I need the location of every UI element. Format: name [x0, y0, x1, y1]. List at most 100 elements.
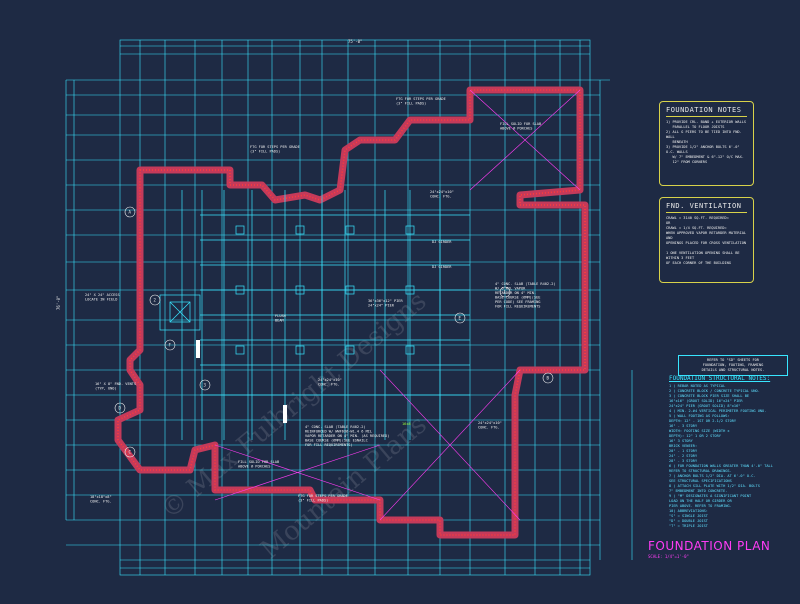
sn-lines-line-3: 16"x16" (GROUT SOLID) 16"x24" PIER — [669, 399, 743, 403]
access-hatch-inner — [169, 301, 191, 323]
sn-lines-line-7: DEPTH: 12" - 1ST OR 2-1/2 STORY — [669, 419, 737, 423]
label-conc-ftg2: 24"x24"x10"CONC. FTG. — [318, 378, 342, 387]
sn-lines-line-1: 2 ) CONCRETE BLOCK / CONCRETE TYPICAL UN… — [669, 389, 760, 393]
label-ftg-left-line-1: (3" FILL PADS) — [250, 150, 280, 154]
label-fill-porch-line-1: ABOVE @ PORCHES — [500, 127, 532, 131]
dim-text-left: 76'-0" — [56, 296, 61, 310]
interior-framing — [159, 190, 470, 440]
sn-lines-line-13: 20" - 1 STORY — [669, 449, 698, 453]
porch-diagonal-low-2 — [379, 369, 521, 521]
sn-lines-line-25: 10) ABBREVIATIONS: — [669, 509, 708, 513]
label-conc-ftg2-line-1: CONC. FTG. — [318, 383, 340, 387]
pier-10 — [345, 345, 355, 355]
access-hatch-box — [159, 294, 201, 331]
vn-lines-line-4: OPENINGS PLACED FOR CROSS VENTILATION — [666, 241, 747, 245]
label-pier-label-line-0: 36"x36"x12" PIER — [368, 299, 403, 303]
label-flush-beam-line-0: FLUSH — [275, 314, 286, 318]
sn-lines-line-8: 16" - 3 STORY — [669, 424, 698, 428]
label-slab-right-line-4: PER CODE) SEE FRAMING — [495, 300, 540, 304]
foundation-notes-box: FOUNDATION NOTES 1) PROVIDE CRL. BAND + … — [659, 101, 754, 186]
sn-lines-line-10: DEPTH): 12" 1 OR 2 STORY — [669, 434, 721, 438]
pier-1 — [295, 225, 305, 235]
callout-tag-text-5: F — [169, 343, 172, 348]
callout-tag-circle-1 — [542, 372, 554, 384]
sn-lines-line-24: PIER ABOVE. REFER TO FRAMING. — [669, 504, 732, 508]
label-slab-right-line-0: 4" CONC. SLAB (TABLE R402.2) — [495, 282, 556, 286]
pier-11 — [405, 345, 415, 355]
sn-lines-line-16: 6 ) FOR FOUNDATION WALLS GREATER THAN 4'… — [669, 464, 773, 468]
plan-scale: SCALE: 1/4"=1'-0" — [648, 554, 689, 559]
pier-3 — [405, 225, 415, 235]
label-slab-right: 4" CONC. SLAB (TABLE R402.2)W/ 6 MIL VAP… — [495, 282, 556, 309]
fn-lines-line-6: 12" FROM CORNERS — [666, 160, 708, 164]
callout-tag-circle-5 — [164, 339, 176, 351]
label-ftg-top-line-0: FTG FOR STEPS PER GRADE — [396, 97, 446, 101]
label-girder2: DJ GIRDER — [432, 265, 452, 269]
label-access-line-1: LOCATE IN FIELD — [85, 298, 117, 302]
sn-lines-line-0: 1 ) REBAR NOTED AS TYPICAL — [669, 384, 726, 388]
pier-5 — [295, 285, 305, 295]
sn-lines-line-22: 9 ) "M" DESIGNATES A SIGNIFICANT POINT — [669, 494, 752, 498]
label-fill-lower-line-1: ABOVE @ PORCHES — [238, 465, 270, 469]
dim-text-overall: 75'-0" — [348, 39, 362, 44]
access-hatch-x2 — [169, 301, 191, 323]
label-conc-ftg4-line-1: CONC. FTG. — [478, 426, 500, 430]
structural-notes: FOUNDATION STRUCTURAL NOTES: 1 ) REBAR N… — [669, 375, 789, 529]
label-pier-label-line-1: 24"x24" PIER — [368, 304, 395, 308]
label-conc-ftg2-line-0: 24"x24"x10" — [318, 378, 342, 382]
porch-slab-diagonals — [214, 89, 581, 521]
label-slab-center-line-1: REINFORCED W/ WWF6X6-W1.4 6 MIL — [305, 430, 372, 434]
sn-lines-line-17: REFER TO STRUCTURAL DRAWINGS. — [669, 469, 732, 473]
label-ftg-top-line-1: (3" FILL PADS) — [396, 102, 426, 106]
foundation-walls — [114, 86, 589, 539]
pier-0 — [235, 225, 245, 235]
vn-lines-line-3: WHEN APPROVED VAPOR RETARDER MATERIAL AN… — [666, 231, 749, 240]
pad-marker-2 — [283, 405, 287, 423]
foundation-wall-hatch — [117, 89, 586, 536]
label-conc-ftg4-line-0: 24"x24"x10" — [478, 421, 502, 425]
callout-tag-circle-0 — [124, 206, 136, 218]
label-access-line-0: 24" X 24" ACCESS — [85, 293, 120, 297]
sn-lines-line-4: 24"x24" PIER (GROUT SOLID) 8"x16" — [669, 404, 741, 408]
fn-lines-line-5: W/ 7" EMBEDMENT & 6"-12" O/C MAX. — [666, 155, 744, 159]
callout-tag-circle-8 — [199, 379, 211, 391]
label-fill-lower-line-0: FILL SOLID FOR SLAB — [238, 460, 279, 464]
fn-lines-line-3: BENEATH — [666, 140, 688, 144]
label-conc-ftg3: 18"x18"x8"CONC. FTG. — [90, 495, 112, 504]
pier-2 — [345, 225, 355, 235]
rn-lines-line-1: FOUNDATION, FOOTING, FRAMING — [702, 363, 764, 367]
pier-6 — [345, 285, 355, 295]
label-ftg-top: FTG FOR STEPS PER GRADE(3" FILL PADS) — [396, 97, 446, 106]
structural-notes-heading: FOUNDATION STRUCTURAL NOTES: — [669, 375, 771, 382]
label-conc-ftg4: 24"x24"x10"CONC. FTG. — [478, 421, 502, 430]
sn-lines-line-6: 5 ) WALL FOOTING AS FOLLOWS: — [669, 414, 730, 418]
callout-tag-text-4: E — [459, 316, 462, 321]
label-ftg-bottom-line-0: FTG FOR STEPS PER GRADE — [298, 494, 348, 498]
pier-8 — [235, 345, 245, 355]
porch-diagonal-top-2 — [469, 89, 581, 191]
callout-tag-text-7: 2 — [154, 298, 157, 303]
callout-tag-circle-7 — [149, 294, 161, 306]
pad-marker-1 — [196, 340, 200, 358]
label-conc-ftg: 24"x24"x10"CONC. FTG. — [430, 190, 454, 199]
sn-lines-line-14: 24" - 2 STORY — [669, 454, 698, 458]
label-vents: 16" X 8" FND. VENTS(TYP, UNO) — [95, 382, 136, 391]
callout-tag-circle-6 — [499, 286, 511, 298]
label-fill-porch-line-0: FILL SOLID FOR SLAB — [500, 122, 541, 126]
callout-tag-text-1: B — [547, 376, 550, 381]
vn-lines-line-6: 1 ONE VENTILATION OPENING SHALL BE WITHI… — [666, 251, 742, 260]
label-slab-center: 4" CONC. SLAB (TABLE R402.2)REINFORCED W… — [305, 425, 389, 447]
fn-lines-line-1: PARALLEL TO FLOOR JOISTS — [666, 125, 725, 129]
callout-tag-text-8: 3 — [204, 383, 207, 388]
fn-lines-line-0: 1) PROVIDE CRL. BAND + EXTERIOR WALLS — [666, 120, 747, 124]
pier-9 — [295, 345, 305, 355]
callout-tag-text-0: A — [129, 210, 132, 215]
callout-tag-circle-3 — [114, 402, 126, 414]
sn-lines-line-21: 7" EMBEDMENT INTO CONCRETE. — [669, 489, 728, 493]
vn-lines-line-7: OF EACH CORNER OF THE BUILDING — [666, 261, 731, 265]
